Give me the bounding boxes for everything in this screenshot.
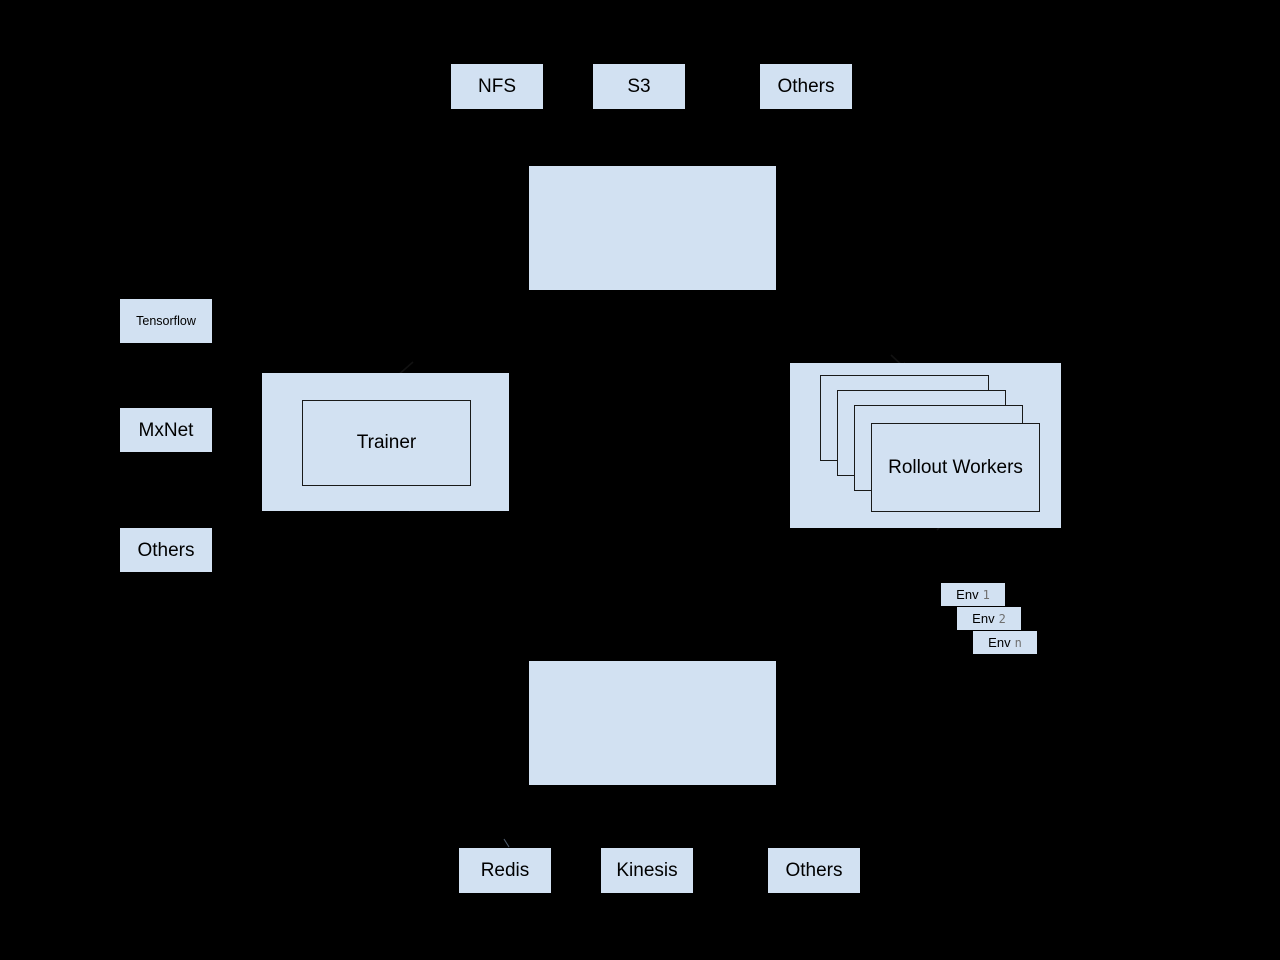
framework-box-mxnet[interactable]: MxNet [120, 408, 212, 452]
framework-box-tensorflow[interactable]: Tensorflow [120, 299, 212, 343]
env-tag-n[interactable]: Env n [973, 631, 1037, 654]
env-tag-2[interactable]: Env 2 [957, 607, 1021, 630]
env-tag-2-word: Env [972, 611, 995, 626]
rollout-workers-label: Rollout Workers [888, 456, 1023, 478]
framework-box-others[interactable]: Others [120, 528, 212, 572]
env-tag-1-word: Env [956, 587, 979, 602]
storage-box-s3[interactable]: S3 [593, 64, 685, 109]
rollout-worker-card-4[interactable]: Rollout Workers [871, 423, 1040, 512]
env-tag-2-index: 2 [998, 611, 1006, 626]
storage-box-nfs[interactable]: NFS [451, 64, 543, 109]
stream-box-redis[interactable]: Redis [459, 848, 551, 893]
env-tag-1[interactable]: Env 1 [941, 583, 1005, 606]
stream-box-others[interactable]: Others [768, 848, 860, 893]
storage-box-others[interactable]: Others [760, 64, 852, 109]
env-tag-n-index: n [1014, 635, 1022, 650]
connector-redis-stub [503, 838, 510, 848]
trainer-label: Trainer [356, 432, 417, 453]
trainer-card[interactable]: Trainer [302, 400, 471, 486]
stream-box-kinesis[interactable]: Kinesis [601, 848, 693, 893]
upper-data-store-panel [529, 166, 776, 290]
env-tag-n-word: Env [988, 635, 1011, 650]
env-tag-1-index: 1 [982, 587, 990, 602]
lower-data-store-panel [529, 661, 776, 785]
